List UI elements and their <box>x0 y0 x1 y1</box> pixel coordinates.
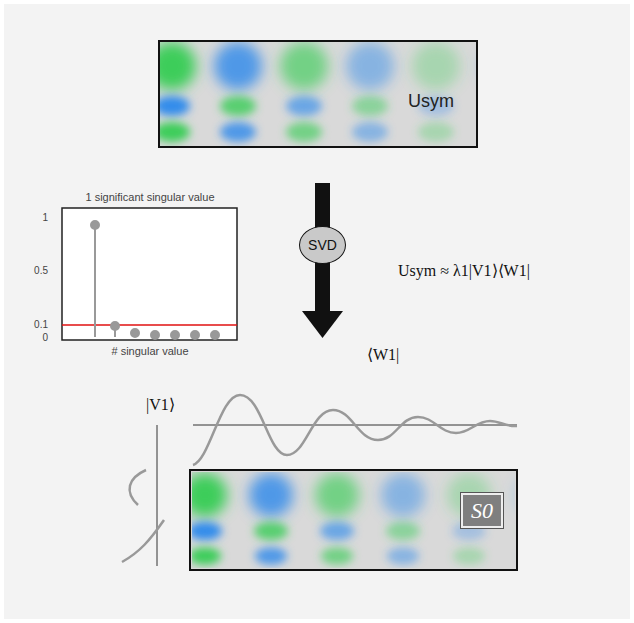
axis-tick: 0 <box>42 332 48 343</box>
singular-vector-curve <box>130 470 146 505</box>
singular-vector-curve <box>122 520 164 562</box>
equation: Usym ≈ λ1|V1⟩⟨W1| <box>398 261 530 280</box>
vector-label: ⟨W1| <box>367 345 399 364</box>
chart-title: 1 significant singular value <box>85 191 214 203</box>
chart-axes <box>62 208 237 340</box>
singular-vector-curve <box>193 395 517 465</box>
axis-tick: 0.1 <box>34 319 48 330</box>
axis-title: # singular value <box>111 345 188 357</box>
map-frame <box>190 470 517 570</box>
axis-tick: 0.5 <box>34 265 48 276</box>
svd-ellipse: SVD <box>299 226 346 264</box>
mode-map <box>192 473 515 565</box>
axis-tick: 1 <box>42 212 48 223</box>
stem-plot <box>91 221 219 339</box>
threshold-line <box>62 324 237 326</box>
node-text: S0 <box>471 498 493 524</box>
node-text: SVD <box>308 237 337 253</box>
map-ground <box>191 471 516 569</box>
mode-map <box>160 42 476 142</box>
matrix-label-box: S0 <box>461 493 503 528</box>
matrix-map: Usym <box>158 40 478 148</box>
vector-label: |V1⟩ <box>146 395 175 414</box>
axis-line <box>157 425 158 566</box>
arrow-head <box>302 311 343 338</box>
node-text: Usym <box>408 91 454 112</box>
map-ground <box>159 41 477 147</box>
